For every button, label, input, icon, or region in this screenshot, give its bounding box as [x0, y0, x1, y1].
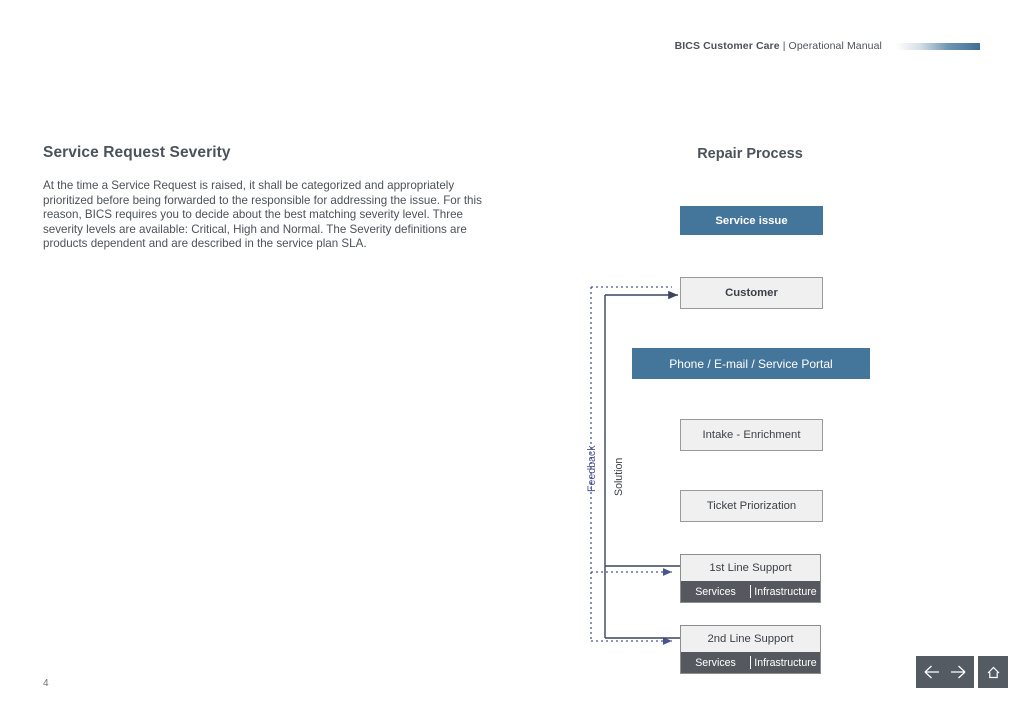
first-line-support-footer: Services Infrastructure	[681, 581, 820, 602]
home-icon	[985, 664, 1002, 681]
header-brand: BICS Customer Care	[674, 40, 780, 52]
home-button[interactable]	[978, 656, 1008, 688]
flow-label-solution: Solution	[613, 457, 625, 496]
next-page-icon[interactable]	[946, 663, 968, 681]
page-number: 4	[43, 678, 49, 689]
node-contact-channels[interactable]: Phone / E-mail / Service Portal	[632, 348, 870, 379]
section-body-text: At the time a Service Request is raised,…	[43, 179, 482, 251]
footer-divider	[750, 585, 751, 598]
node-intake-enrichment[interactable]: Intake - Enrichment	[680, 419, 823, 451]
first-line-support-label: 1st Line Support	[681, 555, 820, 581]
flow-label-feedback: Feedback	[586, 445, 598, 492]
node-ticket-prioritization[interactable]: Ticket Priorization	[680, 490, 823, 522]
repair-process-diagram: Feedback Solution Service issue Customer…	[560, 190, 900, 680]
node-customer[interactable]: Customer	[680, 277, 823, 309]
second-line-support-footer: Services Infrastructure	[681, 652, 820, 673]
nav-arrows-group	[916, 656, 974, 688]
diagram-connectors	[590, 286, 682, 645]
node-second-line-support[interactable]: 2nd Line Support Services Infrastructure	[680, 625, 821, 674]
header-subtitle: | Operational Manual	[779, 40, 882, 52]
node-first-line-support[interactable]: 1st Line Support Services Infrastructure	[680, 554, 821, 603]
second-line-infrastructure-label[interactable]: Infrastructure	[754, 656, 817, 669]
footer-divider	[750, 656, 751, 669]
page-header: BICS Customer Care | Operational Manual	[675, 40, 980, 52]
header-title: BICS Customer Care | Operational Manual	[675, 40, 882, 52]
node-service-issue[interactable]: Service issue	[680, 206, 823, 235]
page-navigation	[916, 656, 1008, 688]
previous-page-icon[interactable]	[922, 663, 944, 681]
page-title: Service Request Severity	[43, 144, 231, 161]
header-gradient-rule	[896, 42, 980, 50]
first-line-infrastructure-label[interactable]: Infrastructure	[754, 585, 817, 598]
left-content-column: Service Request Severity At the time a S…	[43, 144, 513, 252]
first-line-services-label[interactable]: Services	[695, 585, 736, 598]
second-line-support-label: 2nd Line Support	[681, 626, 820, 652]
diagram-title: Repair Process	[697, 146, 803, 162]
second-line-services-label[interactable]: Services	[695, 656, 736, 669]
